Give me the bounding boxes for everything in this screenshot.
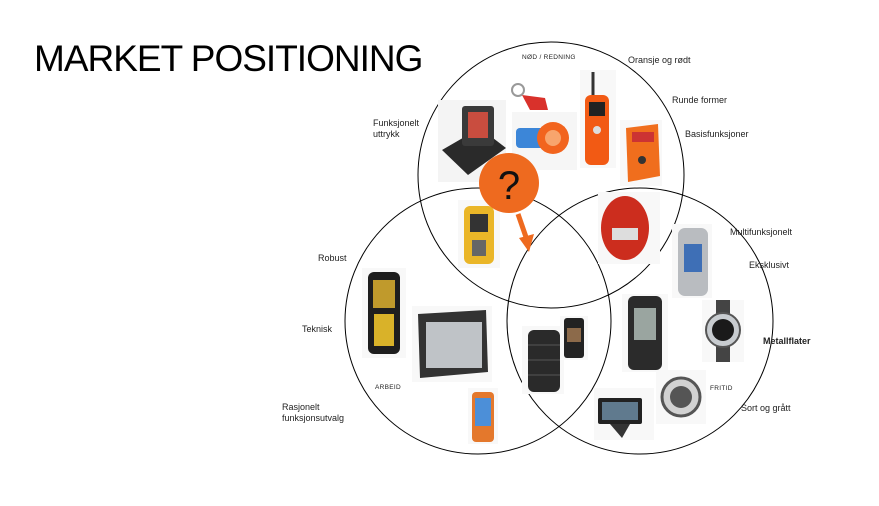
label-robust: Robust xyxy=(318,253,347,263)
circle-work xyxy=(344,187,612,455)
label-orange-red: Oransje og rødt xyxy=(628,55,691,65)
watch-product-image xyxy=(702,300,744,362)
label-basic-functions: Basisfunksjoner xyxy=(685,129,749,139)
label-metal-surfaces: Metallflater xyxy=(763,336,811,346)
spot-messenger-product-image xyxy=(620,120,662,186)
dashboard-gps-product-image xyxy=(594,388,654,440)
outdoor-phone-product-image xyxy=(468,388,498,444)
small-phone-product-image xyxy=(560,316,588,360)
circle-label-rescue: NØD / REDNING xyxy=(522,54,576,61)
label-rational-selection: Rasjonelt funksjonsutvalg xyxy=(282,402,345,423)
gas-detector-product-image xyxy=(458,200,500,268)
rugged-case-product-image xyxy=(522,326,564,394)
question-marker: ? xyxy=(479,153,539,252)
circle-leisure xyxy=(506,187,774,455)
question-mark-symbol: ? xyxy=(498,164,520,208)
garmin-handheld-product-image xyxy=(672,224,712,298)
rugged-phone-product-image xyxy=(362,268,406,358)
circle-label-work: ARBEID xyxy=(375,384,402,391)
chrono-watch-product-image xyxy=(656,370,706,424)
label-round-shapes: Runde former xyxy=(672,95,728,105)
etrex-product-image xyxy=(622,294,668,372)
beacon-product-image xyxy=(512,112,577,170)
label-black-grey: Sort og grått xyxy=(741,403,791,413)
radio-product-image xyxy=(580,70,616,168)
whistle-product-image xyxy=(511,83,548,110)
rugged-laptop-product-image xyxy=(412,306,492,382)
label-multifunctional: Multifunksjonelt xyxy=(730,227,793,237)
label-technical: Teknisk xyxy=(302,324,333,334)
label-functional-expression: Funksjonelt uttrykk xyxy=(373,118,420,139)
page-title: MARKET POSITIONING xyxy=(34,38,423,79)
locator-product-image xyxy=(598,192,660,264)
circle-label-leisure: FRITID xyxy=(710,385,733,392)
circle-rescue xyxy=(417,41,685,309)
label-exclusive: Eksklusivt xyxy=(749,260,790,270)
